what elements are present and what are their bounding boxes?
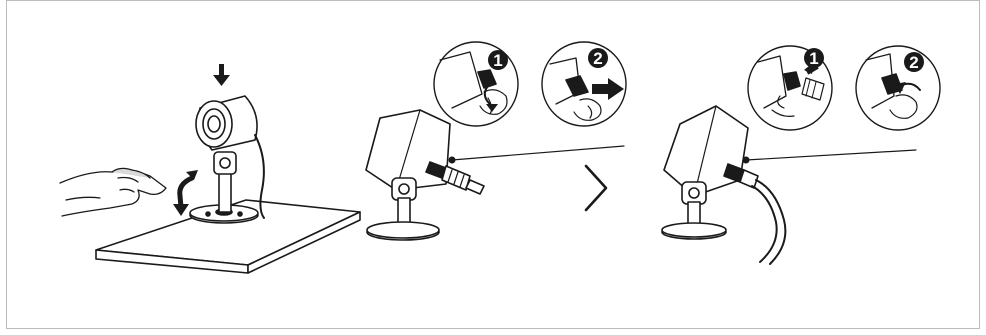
down-arrow-icon xyxy=(213,64,230,86)
detail-circle-4: 2 xyxy=(856,46,940,130)
connected-cable xyxy=(724,150,916,264)
detail-circle-3: 1 xyxy=(748,46,832,130)
detail-circle-2: 2 xyxy=(542,42,626,126)
chevron-right-icon xyxy=(586,166,606,210)
stem xyxy=(214,152,236,212)
step-3-number: 1 xyxy=(809,49,818,68)
connector xyxy=(426,146,624,194)
hand-illustration xyxy=(60,168,166,216)
detail-circle-1: 1 xyxy=(434,42,518,126)
panel-connect: 1 2 xyxy=(662,46,940,264)
step-1-number: 1 xyxy=(493,51,502,70)
step-4-number: 2 xyxy=(909,53,918,72)
panel-mounting xyxy=(60,64,360,273)
step-2-number: 2 xyxy=(593,49,602,68)
